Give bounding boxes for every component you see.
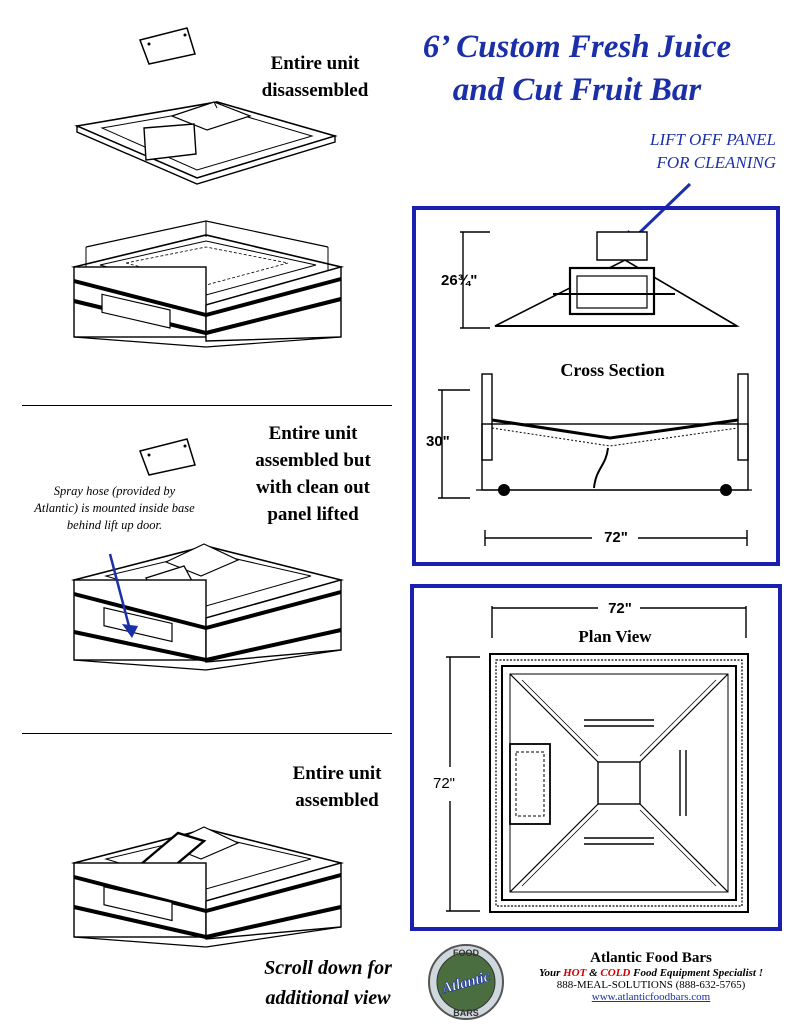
label-line: Entire unit [292, 763, 382, 784]
slogan-part: Food Equipment Specialist ! [630, 967, 764, 979]
floating-panel-drawing-1 [139, 27, 196, 65]
spray-hose-note: Spray hose (provided by Atlantic) is mou… [12, 483, 217, 534]
slogan-cold: COLD [600, 967, 631, 979]
disassembled-label: Entire unit disassembled [240, 50, 390, 104]
assembled-lifted-drawing [70, 543, 345, 671]
cross-section-box [412, 206, 780, 566]
width-dimension-line [484, 530, 748, 546]
note-line: behind lift up door. [66, 518, 163, 532]
logo-bottom-text: BARS [453, 1008, 479, 1018]
slogan-hot: HOT [563, 967, 587, 979]
label-line: assembled [295, 790, 379, 811]
label-line: Entire unit [268, 423, 358, 444]
scroll-line: Scroll down for [264, 957, 392, 979]
callout-line: LIFT OFF PANEL [650, 130, 776, 149]
dim-top-label: 26¾" [441, 272, 478, 289]
dim-height-label: 30" [426, 433, 450, 450]
scroll-line: additional view [265, 987, 391, 1009]
cross-section-base [438, 373, 752, 499]
canopy-top-drawing-1 [74, 101, 338, 185]
callout-line: FOR CLEANING [656, 153, 776, 172]
slogan-part: & [586, 967, 601, 979]
company-slogan: Your HOT & COLD Food Equipment Specialis… [520, 967, 782, 979]
plan-width-dimension [491, 606, 747, 638]
plan-dim-width-label: 72" [608, 600, 632, 617]
plan-view-drawing [489, 653, 749, 913]
plan-dim-height-label: 72" [433, 775, 456, 792]
section-divider [22, 405, 392, 406]
company-website-link[interactable]: www.atlanticfoodbars.com [591, 991, 711, 1003]
assembled-lifted-label: Entire unit assembled but with clean out… [232, 420, 394, 528]
logo-top-text: FOOD [453, 948, 479, 958]
lift-off-callout: LIFT OFF PANEL FOR CLEANING [600, 128, 776, 174]
cross-section-canopy [460, 231, 740, 329]
section-divider [22, 733, 392, 734]
label-line: panel lifted [267, 504, 359, 525]
assembled-unit-drawing [70, 826, 345, 948]
dim-width-label: 72" [604, 529, 628, 546]
plan-view-box [410, 584, 782, 931]
plan-view-label: Plan View [578, 627, 652, 646]
company-phone: 888-MEAL-SOLUTIONS (888-632-5765) [556, 979, 746, 991]
atlantic-logo-icon: FOOD Atlantic BARS [428, 944, 504, 1020]
label-line: assembled but [255, 450, 371, 471]
note-line: Spray hose (provided by [53, 484, 176, 498]
plan-height-dimension [446, 656, 480, 912]
company-info: Atlantic Food Bars Your HOT & COLD Food … [520, 950, 782, 1003]
page-title: 6’ Custom Fresh Juice and Cut Fruit Bar [392, 26, 762, 112]
company-name: Atlantic Food Bars [590, 950, 712, 966]
floating-panel-drawing-2 [139, 438, 196, 476]
title-line-2: and Cut Fruit Bar [452, 72, 702, 108]
cross-section-label: Cross Section [560, 360, 665, 380]
base-unit-drawing-1 [70, 220, 345, 348]
scroll-down-note: Scroll down for additional view [238, 953, 418, 1013]
label-line: disassembled [261, 80, 369, 101]
slogan-part: Your [538, 967, 564, 979]
label-line: Entire unit [270, 53, 360, 74]
note-line: Atlantic) is mounted inside base [34, 501, 195, 515]
assembled-label: Entire unit assembled [262, 760, 412, 814]
label-line: with clean out [256, 477, 370, 498]
title-line-1: 6’ Custom Fresh Juice [422, 29, 732, 65]
